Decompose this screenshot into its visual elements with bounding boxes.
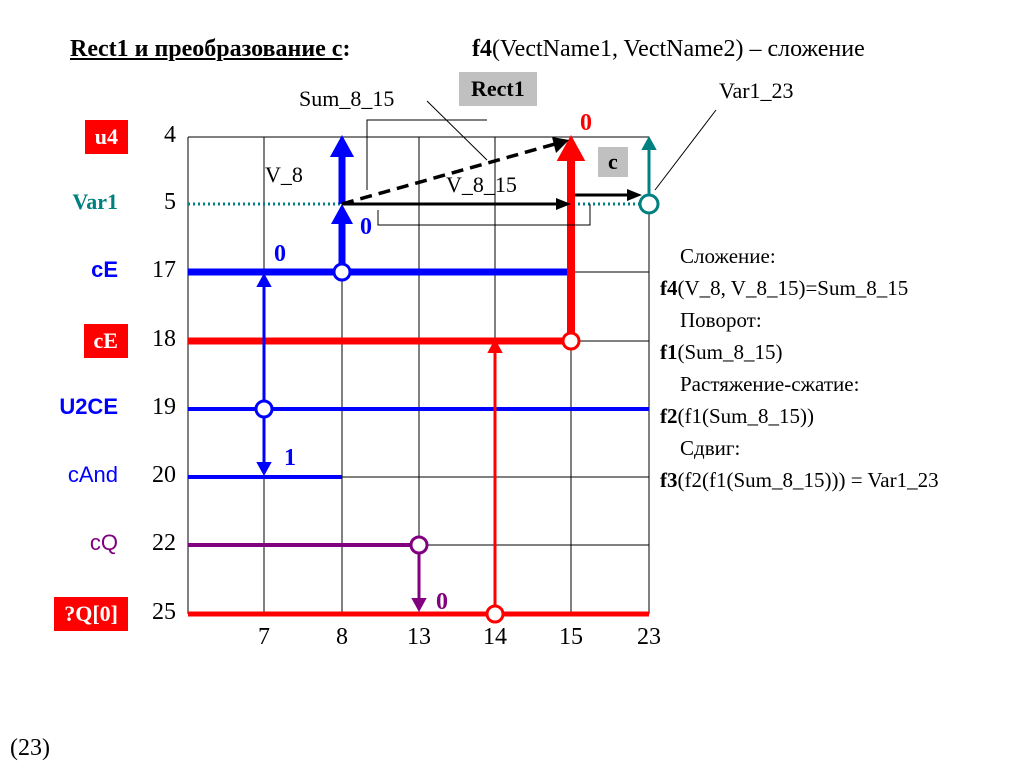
sum-arrow-head <box>552 137 569 153</box>
zero-top-label: 0 <box>580 110 592 136</box>
blue-7-down-arrow-head <box>256 462 272 476</box>
right-title-func: f4 <box>472 36 492 62</box>
side-text-line: f3(f2(f1(Sum_8_15))) = Var1_23 <box>660 468 939 492</box>
row-label: cE <box>91 257 118 282</box>
row-value: 22 <box>152 530 176 556</box>
row-label: U2CE <box>59 394 118 419</box>
one-label: 1 <box>284 445 296 471</box>
row-label: cAnd <box>67 462 118 487</box>
column-label: 14 <box>483 624 507 650</box>
row-value: 25 <box>152 599 176 625</box>
row-value: 19 <box>152 394 176 420</box>
row-label: cQ <box>89 530 118 555</box>
u2ce-node <box>254 399 274 419</box>
left-title: Rect1 и преобразование с: <box>70 36 350 63</box>
cq-node <box>409 535 429 555</box>
blue-7-up-arrow-head <box>256 273 272 287</box>
sum-label: Sum_8_15 <box>299 86 395 111</box>
var-leader <box>654 109 717 191</box>
column-label: 13 <box>407 624 431 650</box>
row-value: 4 <box>164 122 176 148</box>
ce17-node <box>332 262 352 282</box>
column-label: 7 <box>258 624 270 650</box>
row-label: u4 <box>84 120 128 154</box>
right-title-rest: (VectName1, VectName2) – сложение <box>492 36 865 62</box>
column-label: 8 <box>336 624 348 650</box>
row-value: 18 <box>152 326 176 352</box>
v8-arrow-head <box>329 135 355 157</box>
ce-up-arrow-head <box>331 204 353 224</box>
diagram-shapes <box>188 100 717 624</box>
teal-arrow-head <box>641 136 657 150</box>
row-value: 5 <box>164 189 176 215</box>
row-label: cE <box>83 324 128 358</box>
c-box: c <box>598 147 628 177</box>
row-label: ?Q[0] <box>54 597 128 631</box>
red-up-arrow-head <box>556 135 586 161</box>
column-label: 15 <box>559 624 583 650</box>
row-label: Var1 <box>72 189 118 214</box>
side-text-line: Поворот: <box>680 308 762 332</box>
red-14-arrow-head <box>487 339 503 353</box>
left-title-text: Rect1 и преобразование с <box>70 36 343 62</box>
row-value: 17 <box>152 257 176 283</box>
q0-node <box>485 604 505 624</box>
zero-ce-label: 0 <box>274 241 286 267</box>
rect-box: Rect1 <box>459 72 537 106</box>
zero-mid-label: 0 <box>360 214 372 240</box>
zero-q-label: 0 <box>436 589 448 615</box>
column-label: 23 <box>637 624 661 650</box>
var-label: Var1_23 <box>719 78 794 103</box>
var1-node <box>638 193 660 215</box>
purple-13-arrow-head <box>411 598 427 612</box>
right-title: f4(VectName1, VectName2) – сложение <box>472 36 865 63</box>
side-text-line: f2(f1(Sum_8_15)) <box>660 404 814 428</box>
sum-leader-diag <box>426 100 488 161</box>
side-text-line: Растяжение-сжатие: <box>680 372 860 396</box>
row-value: 20 <box>152 462 176 488</box>
v815-arrow-head <box>556 198 571 210</box>
side-text-line: Сдвиг: <box>680 436 741 460</box>
left-title-colon: : <box>342 36 351 62</box>
side-text-line: Сложение: <box>680 244 776 268</box>
side-text-line: f1(Sum_8_15) <box>660 340 783 364</box>
side-text-line: f4(V_8, V_8_15)=Sum_8_15 <box>660 276 909 300</box>
slide-number: (23) <box>10 735 50 761</box>
c-arrow-head <box>627 189 642 201</box>
zero-leader <box>377 204 591 226</box>
v815-label: V_8_15 <box>446 172 517 197</box>
ce18-node <box>561 331 581 351</box>
v8-label: V_8 <box>265 162 303 187</box>
